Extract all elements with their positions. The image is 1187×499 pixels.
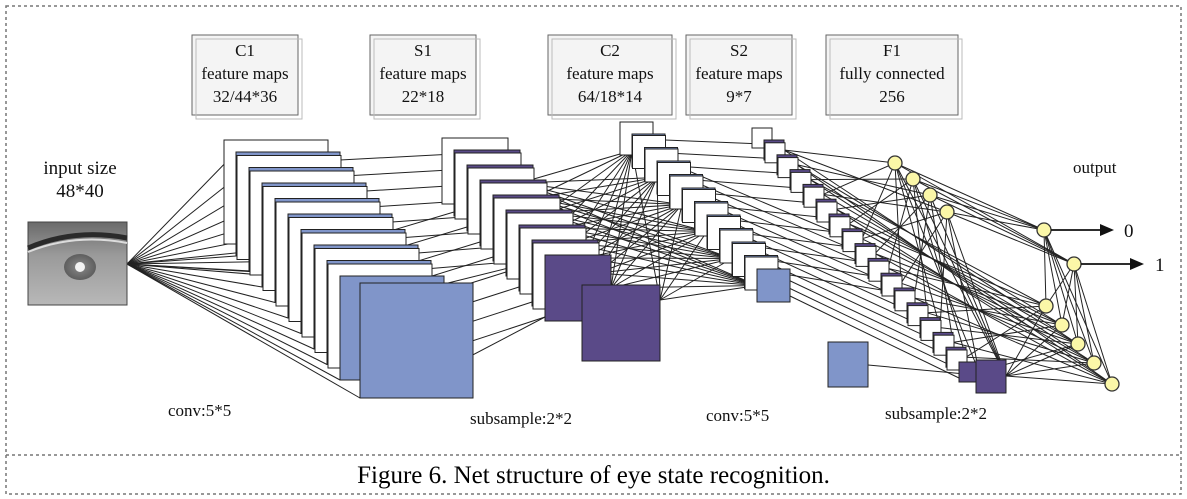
c2-header-box: C2 feature maps 64/18*14 [547,34,677,120]
c2-feature-map-stack [619,121,869,388]
c2-map-10 [756,268,791,303]
s2-front-map [975,359,1007,394]
s2-feature-map-stack [751,127,1007,394]
s2-title: S2 [730,41,748,60]
fc-node-7 [1086,355,1102,371]
fully-connected-nodes [887,155,1120,392]
s1-size: 22*18 [402,87,445,106]
connection-lines [126,139,1113,399]
input-size-value: 48*40 [56,181,104,202]
f1-size: 256 [879,87,905,106]
c1-front-map [359,282,474,399]
arrow-right-icon [1100,224,1114,236]
f1-header-box: F1 fully connected 256 [825,34,963,120]
s1-front-map [581,284,661,362]
output-node-0 [1036,222,1114,238]
output-node-1 [1066,256,1144,272]
c1-subtitle: feature maps [201,64,288,83]
s1-title: S1 [414,41,432,60]
c1-title: C1 [235,41,255,60]
c2-front-map [827,341,869,388]
s1-feature-map-stack [441,137,661,362]
c2-title: C2 [600,41,620,60]
c1-feature-map-stack [223,139,474,399]
input-size-label: input size [43,158,116,179]
fc-node-6 [1070,336,1086,352]
f1-title: F1 [883,41,901,60]
output-class-0: 0 [1124,221,1134,242]
s1-subtitle: feature maps [379,64,466,83]
f1-subtitle: fully connected [839,64,945,83]
c1-size: 32/44*36 [213,87,277,106]
output-class-1: 1 [1155,255,1165,276]
subsample1-label: subsample:2*2 [470,409,572,428]
c2-size: 64/18*14 [578,87,643,106]
c1-header-box: C1 feature maps 32/44*36 [191,34,303,120]
s2-size: 9*7 [726,87,752,106]
fc-node-4 [1038,298,1054,314]
figure-caption: Figure 6. Net structure of eye state rec… [357,462,830,489]
arrow-right-icon [1130,258,1144,270]
fc-node-2 [922,187,938,203]
output-label: output [1073,158,1117,177]
fc-node-0 [887,155,903,171]
fc-node-3 [939,204,955,220]
fc-node-8 [1104,376,1120,392]
s2-header-box: S2 feature maps 9*7 [685,34,797,120]
conv1-label: conv:5*5 [168,401,231,420]
s1-header-box: S1 feature maps 22*18 [369,34,481,120]
s2-subtitle: feature maps [695,64,782,83]
fc-node-1 [905,171,921,187]
subsample2-label: subsample:2*2 [885,404,987,423]
c2-subtitle: feature maps [566,64,653,83]
fc-node-5 [1054,317,1070,333]
input-eye-image [27,221,128,306]
figure-border [5,5,1182,495]
conv2-label: conv:5*5 [706,406,769,425]
